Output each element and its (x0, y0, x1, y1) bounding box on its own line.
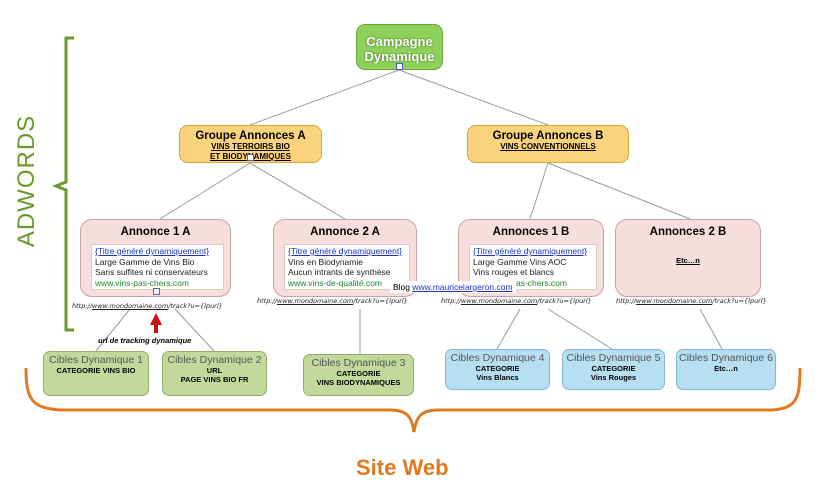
ad-1b-headline[interactable]: {Titre généré dynamiquement} (473, 246, 588, 256)
target-4-line1: CATEGORIE (475, 364, 520, 373)
target-3-name: Cibles Dynamique 3 (311, 357, 406, 369)
target-4-line2: Vins Blancs (476, 373, 519, 382)
blog-link[interactable]: www.mauricelargeron.com (412, 282, 513, 292)
connector (496, 308, 521, 350)
expand-marker-icon[interactable] (153, 288, 160, 295)
ad-group-a-sub1: VINS TERROIRS BIO (211, 142, 290, 151)
ad-2b-etc: Etc…n (676, 256, 700, 265)
ad-group-b-sub1: VINS CONVENTIONNELS (500, 142, 596, 151)
target-2-line1: URL (206, 366, 223, 375)
connector (547, 308, 613, 350)
target-node-3[interactable]: Cibles Dynamique 3 CATEGORIE VINS BIODYN… (303, 354, 414, 396)
target-5-name: Cibles Dynamique 5 (566, 352, 661, 364)
ad-2a-headline[interactable]: {Titre généré dynamiquement} (288, 246, 403, 256)
target-6-line1: Etc…n (714, 364, 738, 373)
tracking-url-prefix: http:// (257, 297, 277, 305)
connector (159, 162, 251, 220)
ad-2a-line2: Aucun intrants de synthèse (288, 267, 391, 277)
ad-1a-line1: Large Gamme de Vins Bio (95, 256, 195, 267)
target-node-2[interactable]: Cibles Dynamique 2 URL PAGE VINS BIO FR (162, 351, 267, 396)
connector (547, 162, 691, 220)
adwords-label: ADWORDS (13, 114, 40, 248)
ad-2a-line1: Vins en Biodynamie (288, 256, 363, 267)
tracking-url-4: http://www.mondomaine.com/track?u={lpurl… (616, 297, 767, 305)
expand-marker-icon[interactable] (247, 154, 254, 161)
ad-group-b[interactable]: Groupe Annonces B VINS CONVENTIONNELS (467, 125, 629, 163)
tracking-url-domain[interactable]: www.mondomaine.com (635, 297, 713, 305)
ad-1b-display-url: www.vins-pas-chers.com (473, 277, 567, 288)
target-1-name: Cibles Dynamique 1 (49, 354, 143, 366)
target-6-name: Cibles Dynamique 6 (679, 352, 773, 364)
site-web-label: Site Web (356, 455, 449, 480)
tracking-url-suffix: /track?u={lpurl} (537, 297, 592, 305)
blog-label: Blog (393, 282, 411, 292)
tracking-url-suffix: /track?u={lpurl} (353, 297, 408, 305)
campaign-line2: Dynamique (364, 49, 435, 64)
campaign-line1: Campagne (366, 34, 433, 49)
tracking-url-domain[interactable]: www.mondomaine.com (91, 302, 169, 310)
ad-1a-preview: {Titre généré dynamiquement} Large Gamme… (91, 244, 224, 290)
target-node-6[interactable]: Cibles Dynamique 6 Etc…n (676, 349, 776, 390)
target-node-1[interactable]: Cibles Dynamique 1 CATEGORIE VINS BIO (43, 351, 149, 396)
site-web-bracket (24, 367, 802, 433)
connector (95, 308, 131, 352)
ad-group-b-title: Groupe Annonces B (492, 130, 604, 142)
ad-1b-line1: Large Gamme Vins AOC (473, 256, 567, 267)
expand-marker-icon[interactable] (396, 63, 403, 70)
tracking-url-3: http://www.mondomaine.com/track?u={lpurl… (441, 297, 592, 305)
tracking-url-suffix: /track?u={lpurl} (712, 297, 767, 305)
target-2-name: Cibles Dynamique 2 (167, 354, 262, 366)
tracking-url-suffix: /track?u={lpurl} (168, 302, 223, 310)
ad-1a-title: Annonce 1 A (120, 226, 191, 238)
connector (529, 162, 549, 220)
ad-1a-line2: Sans sulfites ni conservateurs (95, 267, 208, 277)
ad-2b-title: Annonces 2 B (649, 226, 727, 238)
tracking-url-prefix: http:// (616, 297, 636, 305)
tracking-url-domain[interactable]: www.mondomaine.com (276, 297, 354, 305)
target-node-5[interactable]: Cibles Dynamique 5 CATEGORIE Vins Rouges (562, 349, 665, 390)
target-1-line1: CATEGORIE VINS BIO (56, 366, 136, 375)
tracking-arrow-icon (150, 313, 162, 333)
target-5-line1: CATEGORIE (591, 364, 636, 373)
ad-node-1a[interactable]: Annonce 1 A {Titre généré dynamiquement}… (80, 219, 231, 297)
connector (249, 69, 400, 126)
ad-1b-preview: {Titre généré dynamiquement} Large Gamme… (469, 244, 597, 290)
ad-node-2a[interactable]: Annonce 2 A {Titre généré dynamiquement}… (273, 219, 417, 297)
blog-credit: Blog www.mauricelargeron.com (390, 281, 516, 293)
tracking-url-2: http://www.mondomaine.com/track?u={lpurl… (257, 297, 408, 305)
tracking-url-prefix: http:// (441, 297, 461, 305)
ad-2a-title: Annonce 2 A (310, 226, 380, 238)
target-node-4[interactable]: Cibles Dynamique 4 CATEGORIE Vins Blancs (445, 349, 550, 390)
ad-1b-title: Annonces 1 B (492, 226, 570, 238)
ad-2a-preview: {Titre généré dynamiquement} Vins en Bio… (284, 244, 410, 290)
tracking-label: url de tracking dynamique (98, 336, 192, 345)
connector (699, 308, 723, 350)
connector (249, 162, 346, 220)
ad-1a-display-url: www.vins-pas-chers.com (95, 277, 189, 288)
ad-1a-headline[interactable]: {Titre généré dynamiquement} (95, 246, 210, 256)
target-2-line2: PAGE VINS BIO FR (180, 375, 249, 384)
ad-2a-display-url: www.vins-de-qualité.com (288, 277, 383, 288)
tracking-url-1: http://www.mondomaine.com/track?u={lpurl… (72, 302, 223, 310)
connector (398, 69, 549, 126)
target-3-line2: VINS BIODYNAMIQUES (316, 378, 401, 387)
ad-1b-line2: Vins rouges et blancs (473, 267, 555, 277)
tracking-url-prefix: http:// (72, 302, 92, 310)
adwords-bracket (51, 36, 74, 332)
target-3-line1: CATEGORIE (336, 369, 381, 378)
tracking-url-domain[interactable]: www.mondomaine.com (460, 297, 538, 305)
connector (174, 308, 215, 352)
target-5-line2: Vins Rouges (590, 373, 637, 382)
target-4-name: Cibles Dynamique 4 (450, 352, 545, 364)
ad-group-a-title: Groupe Annonces A (195, 130, 306, 142)
ad-node-2b[interactable]: Annonces 2 B Etc…n (615, 219, 761, 297)
